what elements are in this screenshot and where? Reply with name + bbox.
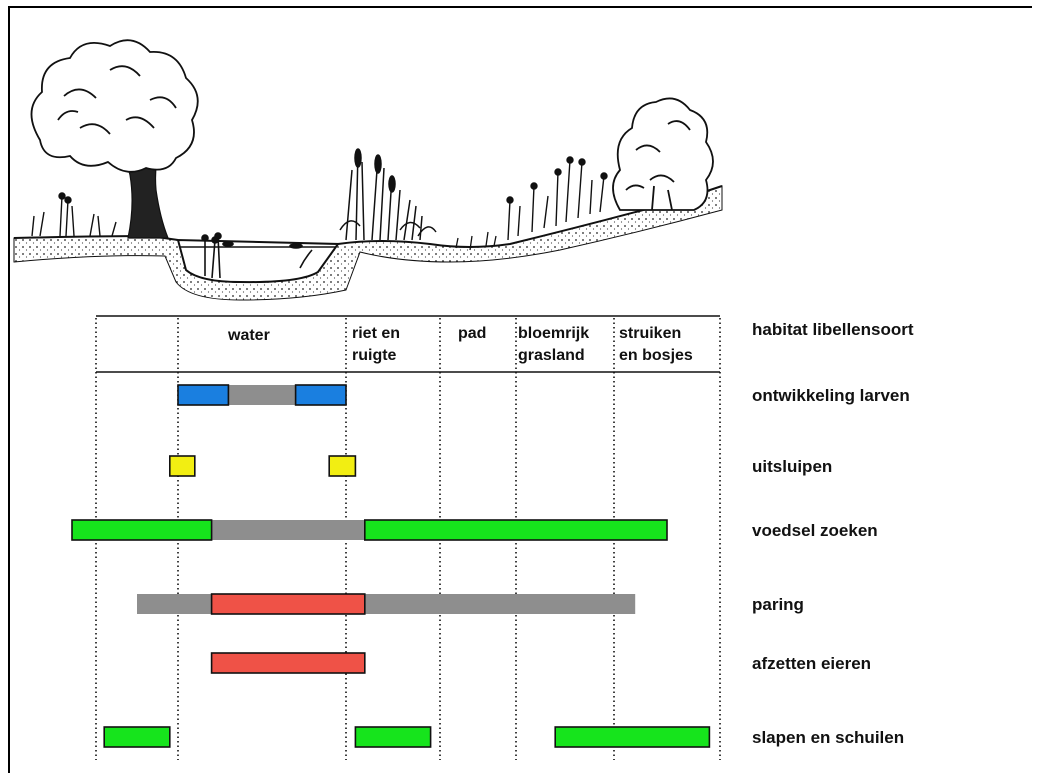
bar-blue <box>294 384 347 406</box>
willow-crown <box>30 39 199 173</box>
column-header-pad: pad <box>458 325 486 342</box>
row-labels: ontwikkeling larven uitsluipen voedsel zoe… <box>752 386 910 747</box>
column-header-water: water <box>227 327 270 344</box>
bar-yellow <box>169 455 196 477</box>
bar-gray <box>137 594 212 614</box>
bar-green <box>103 726 171 748</box>
meadow-plants <box>506 156 608 241</box>
bar-gray <box>364 594 636 614</box>
row-label: slapen en schuilen <box>752 728 904 747</box>
bar-red <box>210 593 366 615</box>
activity-bars <box>71 384 711 748</box>
bar-red <box>210 652 366 674</box>
bar-green <box>354 726 432 748</box>
bar-green <box>71 519 213 541</box>
row-label: ontwikkeling larven <box>752 386 910 405</box>
bar-gray <box>211 520 365 540</box>
row-label: paring <box>752 595 804 614</box>
row-label: voedsel zoeken <box>752 521 878 540</box>
bar-green <box>554 726 711 748</box>
shrub <box>612 97 714 211</box>
grass-path <box>455 231 497 251</box>
bar-gray <box>228 385 296 405</box>
row-label: afzetten eieren <box>752 654 871 673</box>
row-label: uitsluipen <box>752 457 832 476</box>
diagram-frame <box>8 6 1032 773</box>
header-label: habitat libellensoort <box>752 320 914 339</box>
bar-green <box>363 519 668 541</box>
grass-left <box>31 192 117 237</box>
landscape-illustration <box>13 39 723 301</box>
reeds <box>339 148 437 241</box>
bar-yellow <box>328 455 357 477</box>
bar-blue <box>177 384 230 406</box>
